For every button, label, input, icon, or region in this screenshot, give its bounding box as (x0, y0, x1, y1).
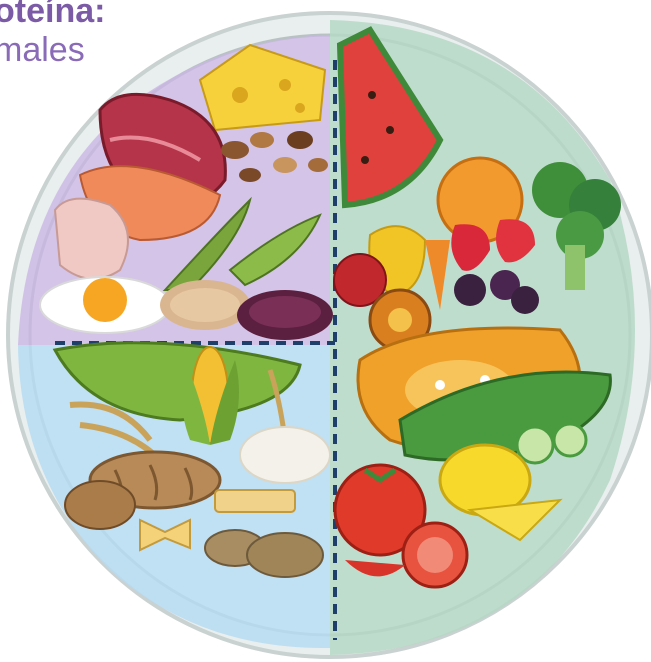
rice-icon (240, 427, 330, 483)
black-beans-icon (237, 290, 333, 340)
chicken-leg-icon (55, 199, 128, 279)
fried-egg-icon (40, 277, 170, 333)
chickpeas-icon (160, 280, 250, 330)
